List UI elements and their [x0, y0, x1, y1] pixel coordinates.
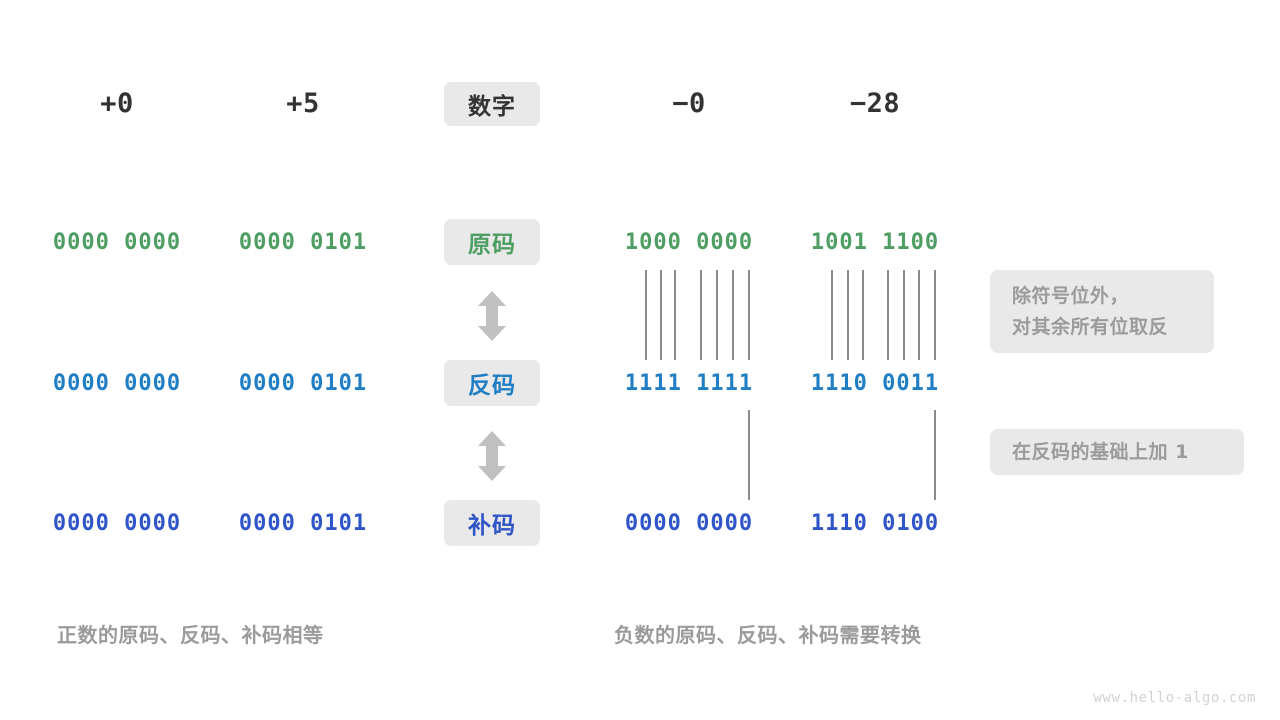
- bits-ones-complement-plus0: 0000 0000: [52, 371, 182, 396]
- note-add-one: 在反码的基础上加 1: [990, 429, 1244, 475]
- note-invert-bits: 除符号位外， 对其余所有位取反: [990, 270, 1214, 353]
- column-header-minus0: −0: [672, 88, 706, 119]
- connector-line-minus0-bit6: [716, 270, 718, 360]
- bits-ones-complement-minus28: 1110 0011: [810, 371, 940, 396]
- connector-line-minus28-bit5: [887, 270, 889, 360]
- watermark: www.hello-algo.com: [1093, 690, 1256, 706]
- bits-sign-magnitude-plus0: 0000 0000: [52, 230, 182, 255]
- column-header-plus5: +5: [286, 88, 320, 119]
- connector-line-minus0-bit5: [700, 270, 702, 360]
- row-label-sign-magnitude: 原码: [444, 219, 540, 265]
- row-label-number: 数字: [444, 82, 540, 126]
- bits-twos-complement-minus0: 0000 0000: [624, 511, 754, 536]
- double-arrow-icon-upper: [475, 290, 509, 346]
- bits-sign-magnitude-plus5: 0000 0101: [238, 230, 368, 255]
- bits-twos-complement-plus0: 0000 0000: [52, 511, 182, 536]
- double-arrow-icon-lower: [475, 430, 509, 486]
- connector-line-minus0-bit4: [674, 270, 676, 360]
- connector-line-minus0-bit8: [748, 270, 750, 360]
- connector-line-carry-minus0: [748, 410, 750, 500]
- connector-line-minus0-bit3: [660, 270, 662, 360]
- note-invert-line2: 对其余所有位取反: [1012, 315, 1169, 338]
- bits-ones-complement-minus0: 1111 1111: [624, 371, 754, 396]
- connector-line-minus28-bit2: [831, 270, 833, 360]
- bits-ones-complement-plus5: 0000 0101: [238, 371, 368, 396]
- caption-positive: 正数的原码、反码、补码相等: [57, 623, 324, 647]
- connector-line-minus28-bit4: [862, 270, 864, 360]
- column-header-plus0: +0: [100, 88, 134, 119]
- note-add-one-line1: 在反码的基础上加 1: [1012, 440, 1189, 463]
- connector-line-minus28-bit7: [918, 270, 920, 360]
- column-header-minus28: −28: [849, 88, 901, 119]
- row-label-ones-complement: 反码: [444, 360, 540, 406]
- bits-sign-magnitude-minus0: 1000 0000: [624, 230, 754, 255]
- caption-negative: 负数的原码、反码、补码需要转换: [614, 623, 922, 647]
- row-label-twos-complement: 补码: [444, 500, 540, 546]
- bits-sign-magnitude-minus28: 1001 1100: [810, 230, 940, 255]
- connector-line-carry-minus28: [934, 410, 936, 500]
- bits-twos-complement-minus28: 1110 0100: [810, 511, 940, 536]
- bits-twos-complement-plus5: 0000 0101: [238, 511, 368, 536]
- connector-line-minus28-bit6: [903, 270, 905, 360]
- connector-line-minus0-bit7: [732, 270, 734, 360]
- connector-line-minus28-bit3: [847, 270, 849, 360]
- note-invert-line1: 除符号位外，: [1012, 284, 1130, 307]
- connector-line-minus0-bit2: [645, 270, 647, 360]
- connector-line-minus28-bit8: [934, 270, 936, 360]
